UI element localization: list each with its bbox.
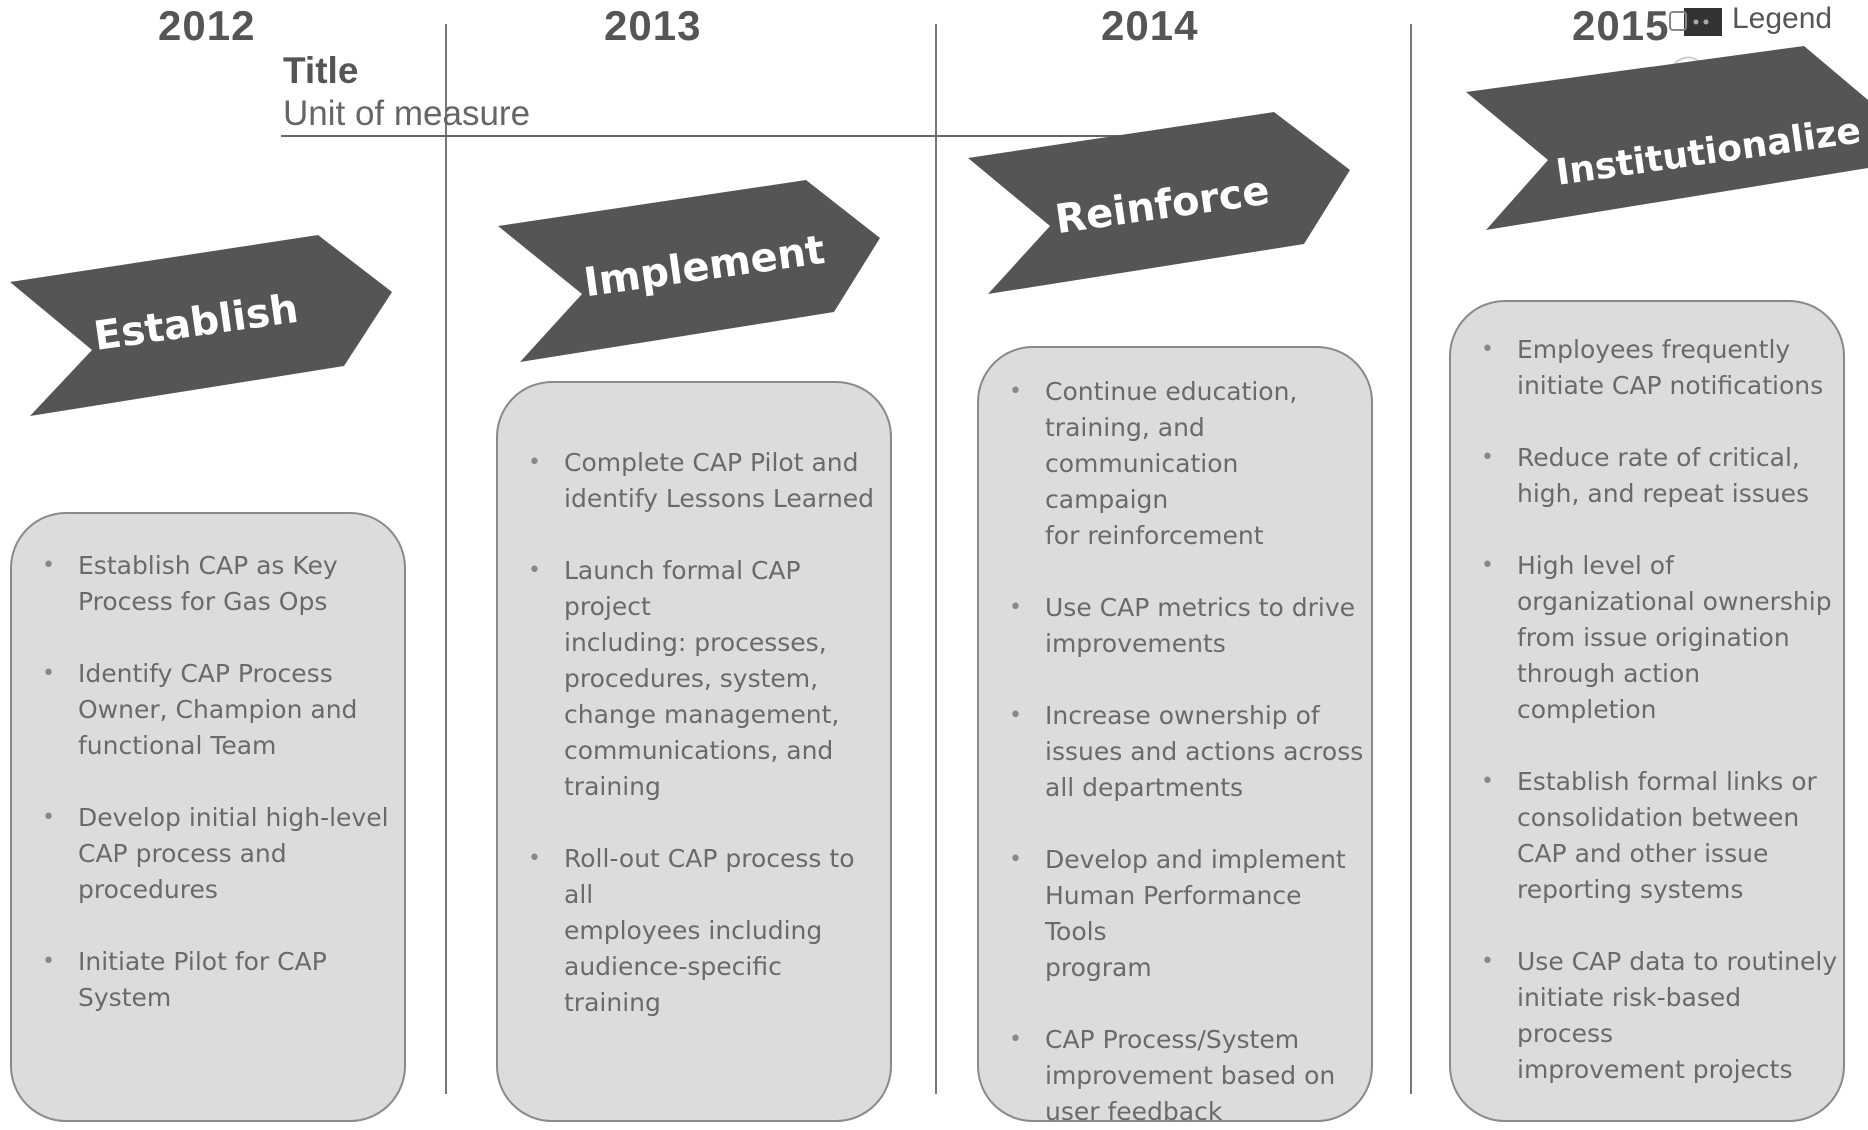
legend-label: Legend — [1732, 2, 1833, 35]
bullet-line: including: processes, — [564, 628, 827, 657]
divider-2013-2014 — [935, 24, 937, 1094]
bullet-line: improvements — [1045, 629, 1226, 658]
legend-icon — [1669, 8, 1722, 36]
bullet-item: Use CAP data to routinely initiate risk-b… — [1461, 944, 1839, 1088]
year-2012: 2012 — [158, 2, 256, 49]
bullet-line: Continue education, — [1045, 377, 1298, 406]
bullet-line: Use CAP metrics to drive — [1045, 593, 1356, 622]
bullet-line: issues and actions across — [1045, 737, 1364, 766]
bullet-item: Reduce rate of critical, high, and repeat… — [1461, 440, 1839, 512]
bullet-line: Launch formal CAP project — [564, 556, 801, 621]
chevron-establish: Establish — [10, 235, 392, 416]
bullet-line: Complete CAP Pilot and — [564, 448, 859, 477]
phase-box-implement: Complete CAP Pilot and identify Lessons L… — [496, 381, 892, 1122]
divider-2014-2015 — [1410, 24, 1412, 1094]
bullet-line: user feedback — [1045, 1097, 1223, 1126]
year-2014: 2014 — [1101, 2, 1199, 49]
phase-box-reinforce: Continue education, training, and communic… — [977, 346, 1373, 1126]
bullet-line: Owner, Champion and — [78, 695, 358, 724]
bullet-line: employees including — [564, 916, 823, 945]
bullet-line: initiate CAP notifications — [1517, 371, 1824, 400]
title-underline — [281, 135, 1161, 137]
bullet-line: communication campaign — [1045, 449, 1239, 514]
title-label: Title — [283, 50, 359, 91]
bullet-line: organizational ownership — [1517, 587, 1832, 616]
chevron-implement: Implement — [498, 180, 880, 362]
bullet-line: training, and — [1045, 413, 1205, 442]
chevron-institutionalize: Institutionalize — [1466, 46, 1868, 230]
bullet-line: change management, — [564, 700, 840, 729]
bullet-line: Use CAP data to routinely — [1517, 947, 1838, 976]
bullet-line: High level of — [1517, 551, 1674, 580]
bullet-line: audience-specific training — [564, 952, 782, 1017]
bullet-line: Establish CAP as Key — [78, 551, 338, 580]
unit-of-measure-label: Unit of measure — [283, 94, 531, 133]
bullet-line: through action — [1517, 659, 1701, 688]
bullet-item: Continue education, training, and communic… — [989, 374, 1367, 554]
bullet-line: Process for Gas Ops — [78, 587, 328, 616]
bullet-line: procedures — [78, 875, 218, 904]
bullet-item: Employees frequently initiate CAP notific… — [1461, 332, 1839, 404]
bullet-line: improvement based on — [1045, 1061, 1336, 1090]
bullet-line: initiate risk-based process — [1517, 983, 1742, 1048]
bullet-line: Human Performance Tools — [1045, 881, 1302, 946]
bullet-line: Establish formal links or — [1517, 767, 1817, 796]
bullet-item: Use CAP metrics to drive improvements — [989, 590, 1367, 662]
bullet-line: for reinforcement — [1045, 521, 1264, 550]
bullet-line: procedures, system, — [564, 664, 819, 693]
phase-list-implement: Complete CAP Pilot and identify Lessons L… — [508, 445, 884, 1021]
bullet-line: Employees frequently — [1517, 335, 1791, 364]
phase-list-institutionalize: Employees frequently initiate CAP notific… — [1461, 332, 1839, 1088]
phase-box-institutionalize: Employees frequently initiate CAP notific… — [1449, 300, 1845, 1122]
bullet-line: improvement projects — [1517, 1055, 1793, 1084]
bullet-line: all departments — [1045, 773, 1244, 802]
bullet-line: Identify CAP Process — [78, 659, 333, 688]
bullet-line: System — [78, 983, 172, 1012]
bullet-line: Reduce rate of critical, — [1517, 443, 1800, 472]
bullet-item: CAP Process/System improvement based on us… — [989, 1022, 1367, 1130]
bullet-line: program — [1045, 953, 1152, 982]
bullet-line: Roll-out CAP process to all — [564, 844, 855, 909]
chevron-reinforce: Reinforce — [968, 112, 1350, 294]
bullet-item: Launch formal CAP project including: proc… — [508, 553, 884, 805]
divider-2012-2013 — [445, 24, 447, 1094]
bullet-item: Complete CAP Pilot and identify Lessons L… — [508, 445, 884, 517]
bullet-line: from issue origination — [1517, 623, 1790, 652]
bullet-line: Develop initial high-level — [78, 803, 389, 832]
bullet-line: communications, and — [564, 736, 834, 765]
bullet-item: Increase ownership of issues and actions … — [989, 698, 1367, 806]
bullet-line: Increase ownership of — [1045, 701, 1320, 730]
bullet-line: training — [564, 772, 661, 801]
bullet-item: Roll-out CAP process to all employees inc… — [508, 841, 884, 1021]
bullet-line: Develop and implement — [1045, 845, 1346, 874]
bullet-item: High level of organizational ownership fro… — [1461, 548, 1839, 728]
bullet-line: CAP Process/System — [1045, 1025, 1300, 1054]
bullet-line: high, and repeat issues — [1517, 479, 1810, 508]
bullet-line: consolidation between — [1517, 803, 1800, 832]
bullet-line: completion — [1517, 695, 1657, 724]
bullet-line: reporting systems — [1517, 875, 1744, 904]
bullet-item: Establish formal links or consolidation b… — [1461, 764, 1839, 908]
phase-list-reinforce: Continue education, training, and communic… — [989, 374, 1367, 1130]
bullet-line: Initiate Pilot for CAP — [78, 947, 327, 976]
bullet-line: functional Team — [78, 731, 277, 760]
bullet-line: CAP and other issue — [1517, 839, 1769, 868]
year-2013: 2013 — [604, 2, 702, 49]
bullet-line: CAP process and — [78, 839, 287, 868]
bullet-item: Initiate Pilot for CAP System — [22, 944, 396, 1016]
phase-chevrons: Establish Implement Reinforce Institutio… — [10, 46, 1868, 416]
bullet-line: identify Lessons Learned — [564, 484, 875, 513]
year-2015: 2015 — [1572, 2, 1670, 49]
